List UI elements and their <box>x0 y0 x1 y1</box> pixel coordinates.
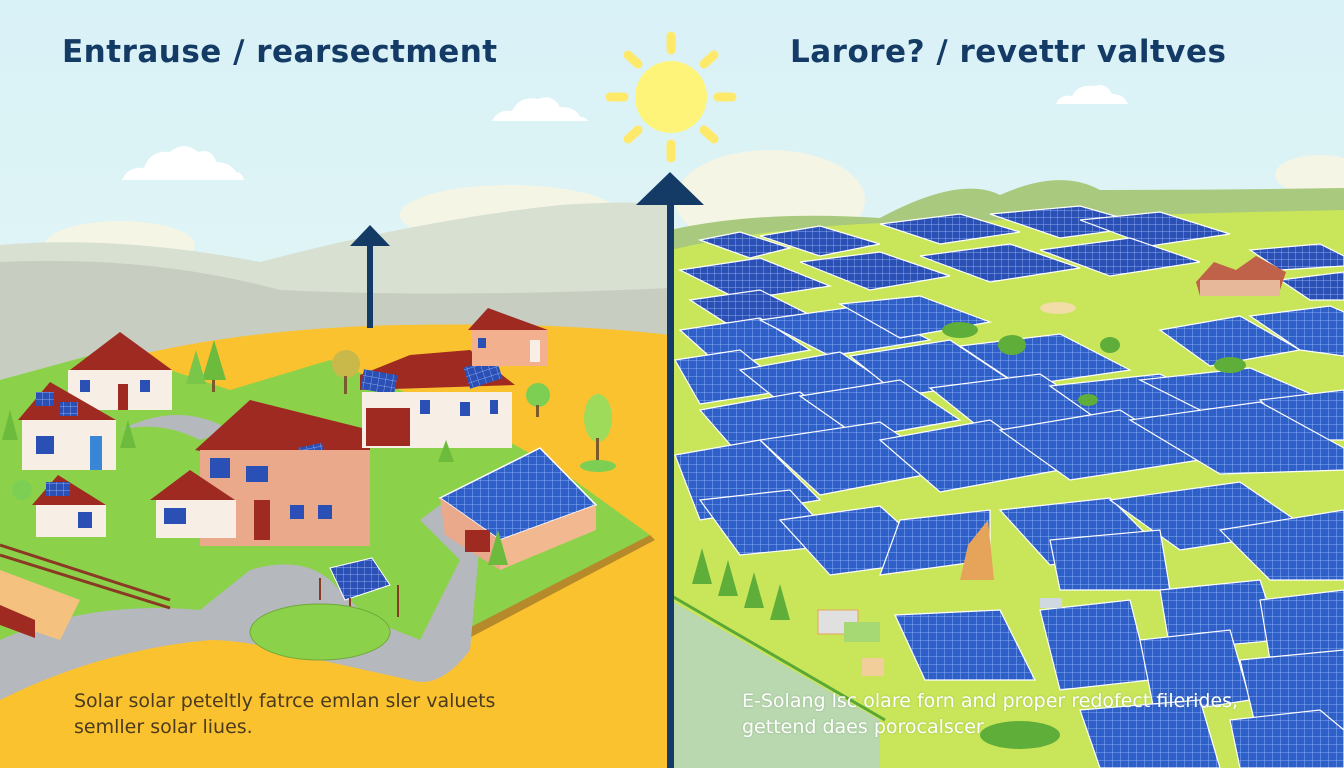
far-house <box>468 308 548 366</box>
right-foreground <box>670 600 880 768</box>
house-3 <box>32 475 106 537</box>
house-2 <box>18 382 116 470</box>
outbuildings <box>817 598 1062 676</box>
fence <box>0 543 171 610</box>
sun-icon <box>605 31 737 163</box>
left-up-arrow <box>350 225 390 328</box>
trees-left <box>2 340 616 565</box>
right-panel-caption: E-Solang lsc olare forn and proper redof… <box>742 690 1239 738</box>
garage-house <box>360 350 515 448</box>
inverter-shed <box>960 520 994 580</box>
solar-farm-arrays <box>674 205 1344 768</box>
left-panel-title: Entrause / rearsectment <box>62 34 498 70</box>
house-1 <box>68 332 172 410</box>
farmhouse <box>1196 256 1286 296</box>
garden-island <box>249 603 391 661</box>
large-brick-house <box>150 400 370 546</box>
clouds <box>122 85 1128 180</box>
trees-right <box>692 322 1246 749</box>
left-panel-caption: Solar solar peteltly fatrce emlan sler v… <box>74 690 496 738</box>
field-clearing <box>1040 302 1076 314</box>
center-up-arrow <box>636 172 704 205</box>
divider-line <box>667 205 674 768</box>
solar-carport <box>438 447 598 570</box>
solar-pergola <box>319 557 399 617</box>
right-panel-title: Larore? / revettr valtves <box>790 34 1227 70</box>
